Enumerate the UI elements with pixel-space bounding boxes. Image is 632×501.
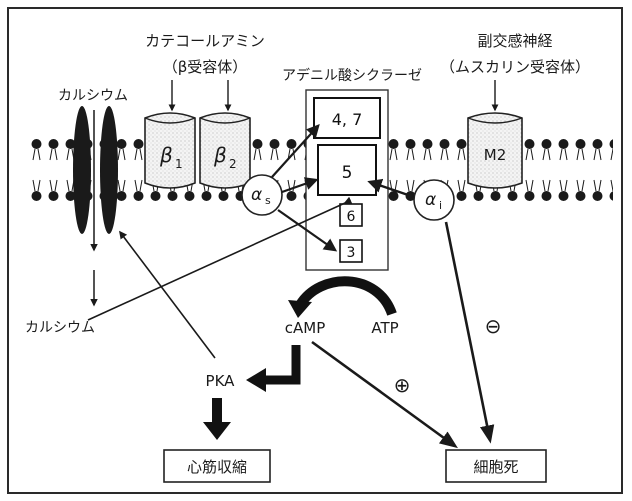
ac-isoform-47-label: 4, 7 — [332, 110, 363, 129]
alpha-s-sub: s — [265, 194, 271, 207]
beta-receptor-label: （β受容体） — [163, 58, 248, 76]
alpha-i-to-ac5-arrow — [367, 178, 415, 199]
calcium-bottom-label: カルシウム — [25, 320, 95, 336]
pka-to-contraction-head — [203, 422, 231, 440]
beta2-sub: 2 — [229, 157, 237, 171]
muscarinic-receptor-label: （ムスカリン受容体） — [440, 58, 590, 76]
alpha-s-label: α — [251, 185, 262, 205]
camp-to-pka-line — [262, 345, 301, 385]
beta1-receptor — [144, 112, 196, 189]
minus-sign: ⊖ — [485, 314, 502, 338]
cardiac-contraction-label: 心筋収縮 — [187, 458, 247, 476]
ac-isoform-6-box — [339, 203, 363, 227]
figure-border — [7, 7, 623, 494]
cell-death-box — [445, 449, 547, 483]
alpha-s-to-ac3-arrow — [277, 209, 338, 252]
atp-to-camp-head — [288, 300, 312, 318]
alpha-i-label: α — [425, 190, 436, 210]
pka-to-channel-arrow — [119, 230, 216, 359]
camp-to-pka-head — [246, 368, 266, 392]
alpha-i-sub: i — [439, 199, 442, 212]
g-alpha-i — [413, 179, 455, 221]
alpha-s-to-ac5-arrow — [281, 177, 319, 194]
ac-isoform-47-box — [313, 97, 381, 139]
plus-sign: ⊕ — [394, 373, 411, 397]
catecholamine-label: カテコールアミン — [145, 32, 265, 50]
m2-label: M2 — [484, 146, 507, 164]
beta2-label: β — [213, 143, 227, 167]
atp-to-camp-curve — [295, 276, 397, 316]
pka-to-contraction-shaft — [212, 398, 222, 424]
ac-isoform-6-label: 6 — [347, 209, 356, 225]
calcium-top-label: カルシウム — [58, 88, 128, 104]
g-alpha-s — [241, 174, 283, 216]
alpha-i-to-death-arrow — [444, 221, 495, 444]
beta1-sub: 1 — [175, 157, 183, 171]
ac-to-calcium-line — [87, 196, 353, 321]
alpha-s-to-ac47-arrow — [271, 124, 320, 178]
atp-label: ATP — [371, 319, 398, 337]
camp-label: cAMP — [285, 319, 326, 337]
beta1-label: β — [159, 143, 173, 167]
camp-to-death-arrow — [311, 340, 458, 449]
adenylyl-cyclase-label: アデニル酸シクラーゼ — [282, 67, 422, 84]
ac-isoform-3-label: 3 — [347, 245, 356, 261]
cardiac-contraction-box — [163, 449, 271, 483]
cell-death-label: 細胞死 — [473, 458, 518, 476]
ac-isoform-5-box — [317, 144, 377, 196]
calcium-channel — [73, 106, 118, 307]
m2-receptor — [467, 112, 523, 189]
parasympathetic-label: 副交感神経 — [477, 32, 552, 50]
ac-isoform-5-label: 5 — [342, 163, 353, 183]
ac-isoform-3-box — [339, 239, 363, 263]
pka-label: PKA — [206, 372, 236, 390]
